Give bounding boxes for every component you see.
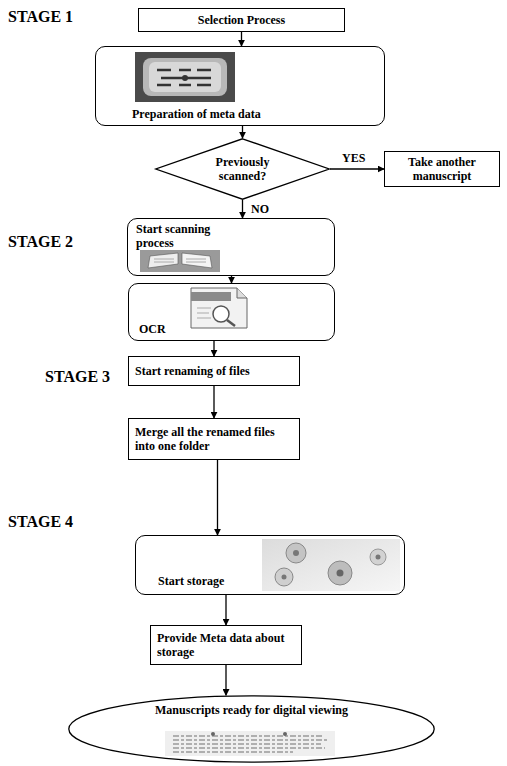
node-text: Preparation of meta data [132, 107, 332, 121]
stage-label: STAGE 1 [8, 8, 73, 26]
process-box: Start storage [135, 535, 405, 595]
process-box: Preparation of meta data [95, 46, 385, 126]
process-box: Selection Process [138, 8, 345, 32]
stage-label: STAGE 2 [8, 233, 73, 251]
stage-label: STAGE 3 [45, 368, 110, 386]
stage-label: STAGE 4 [8, 513, 73, 531]
process-box: Provide Meta data about storage [150, 625, 302, 665]
process-box: Take another manuscript [384, 151, 500, 187]
terminal-ellipse: Manuscripts ready for digital viewing [68, 695, 435, 763]
manuscript-photo [165, 731, 335, 756]
flow-arrow [241, 32, 242, 46]
node-text: OCR [139, 322, 184, 336]
flow-arrow [213, 341, 214, 356]
storage-photo [262, 539, 400, 591]
flow-arrow [242, 200, 243, 218]
pdf-icon [185, 286, 255, 330]
process-box: OCR [128, 283, 335, 341]
node-text: Manuscripts ready for digital viewing [126, 703, 377, 717]
stage-label-holder: STAGE 2 [8, 233, 73, 251]
node-text: Start scanning process [136, 222, 236, 250]
flow-arrow [242, 126, 243, 138]
node-text: Start renaming of files [135, 364, 293, 378]
process-box: Start scanning process [127, 218, 335, 276]
stage-label-holder: STAGE 3 [45, 368, 110, 386]
edge-label-holder: YES [340, 151, 367, 165]
node-text: Merge all the renamed files into one fol… [135, 425, 293, 453]
node-text: Selection Process [139, 13, 344, 27]
process-box: Start renaming of files [128, 356, 300, 386]
flow-arrow [225, 665, 226, 695]
node-text: Provide Meta data about storage [157, 631, 295, 659]
node-text: Previously scanned? [197, 155, 288, 183]
process-box: Merge all the renamed files into one fol… [128, 418, 300, 460]
node-text: Take another manuscript [388, 155, 496, 183]
flow-arrow [231, 276, 232, 283]
stage-label-holder: STAGE 1 [8, 8, 73, 26]
edge-label: YES [340, 151, 367, 165]
decision-diamond: Previously scanned? [155, 138, 330, 200]
flow-arrow [213, 386, 214, 418]
scanning-photo [140, 250, 220, 272]
flow-arrow [217, 460, 218, 535]
edge-label: NO [249, 202, 271, 216]
flow-arrow [225, 595, 226, 625]
stage-label-holder: STAGE 4 [8, 513, 73, 531]
edge-label-holder: NO [249, 202, 271, 216]
metadata-photo [135, 52, 235, 102]
node-text: Start storage [158, 574, 262, 588]
flow-arrow [330, 168, 384, 169]
